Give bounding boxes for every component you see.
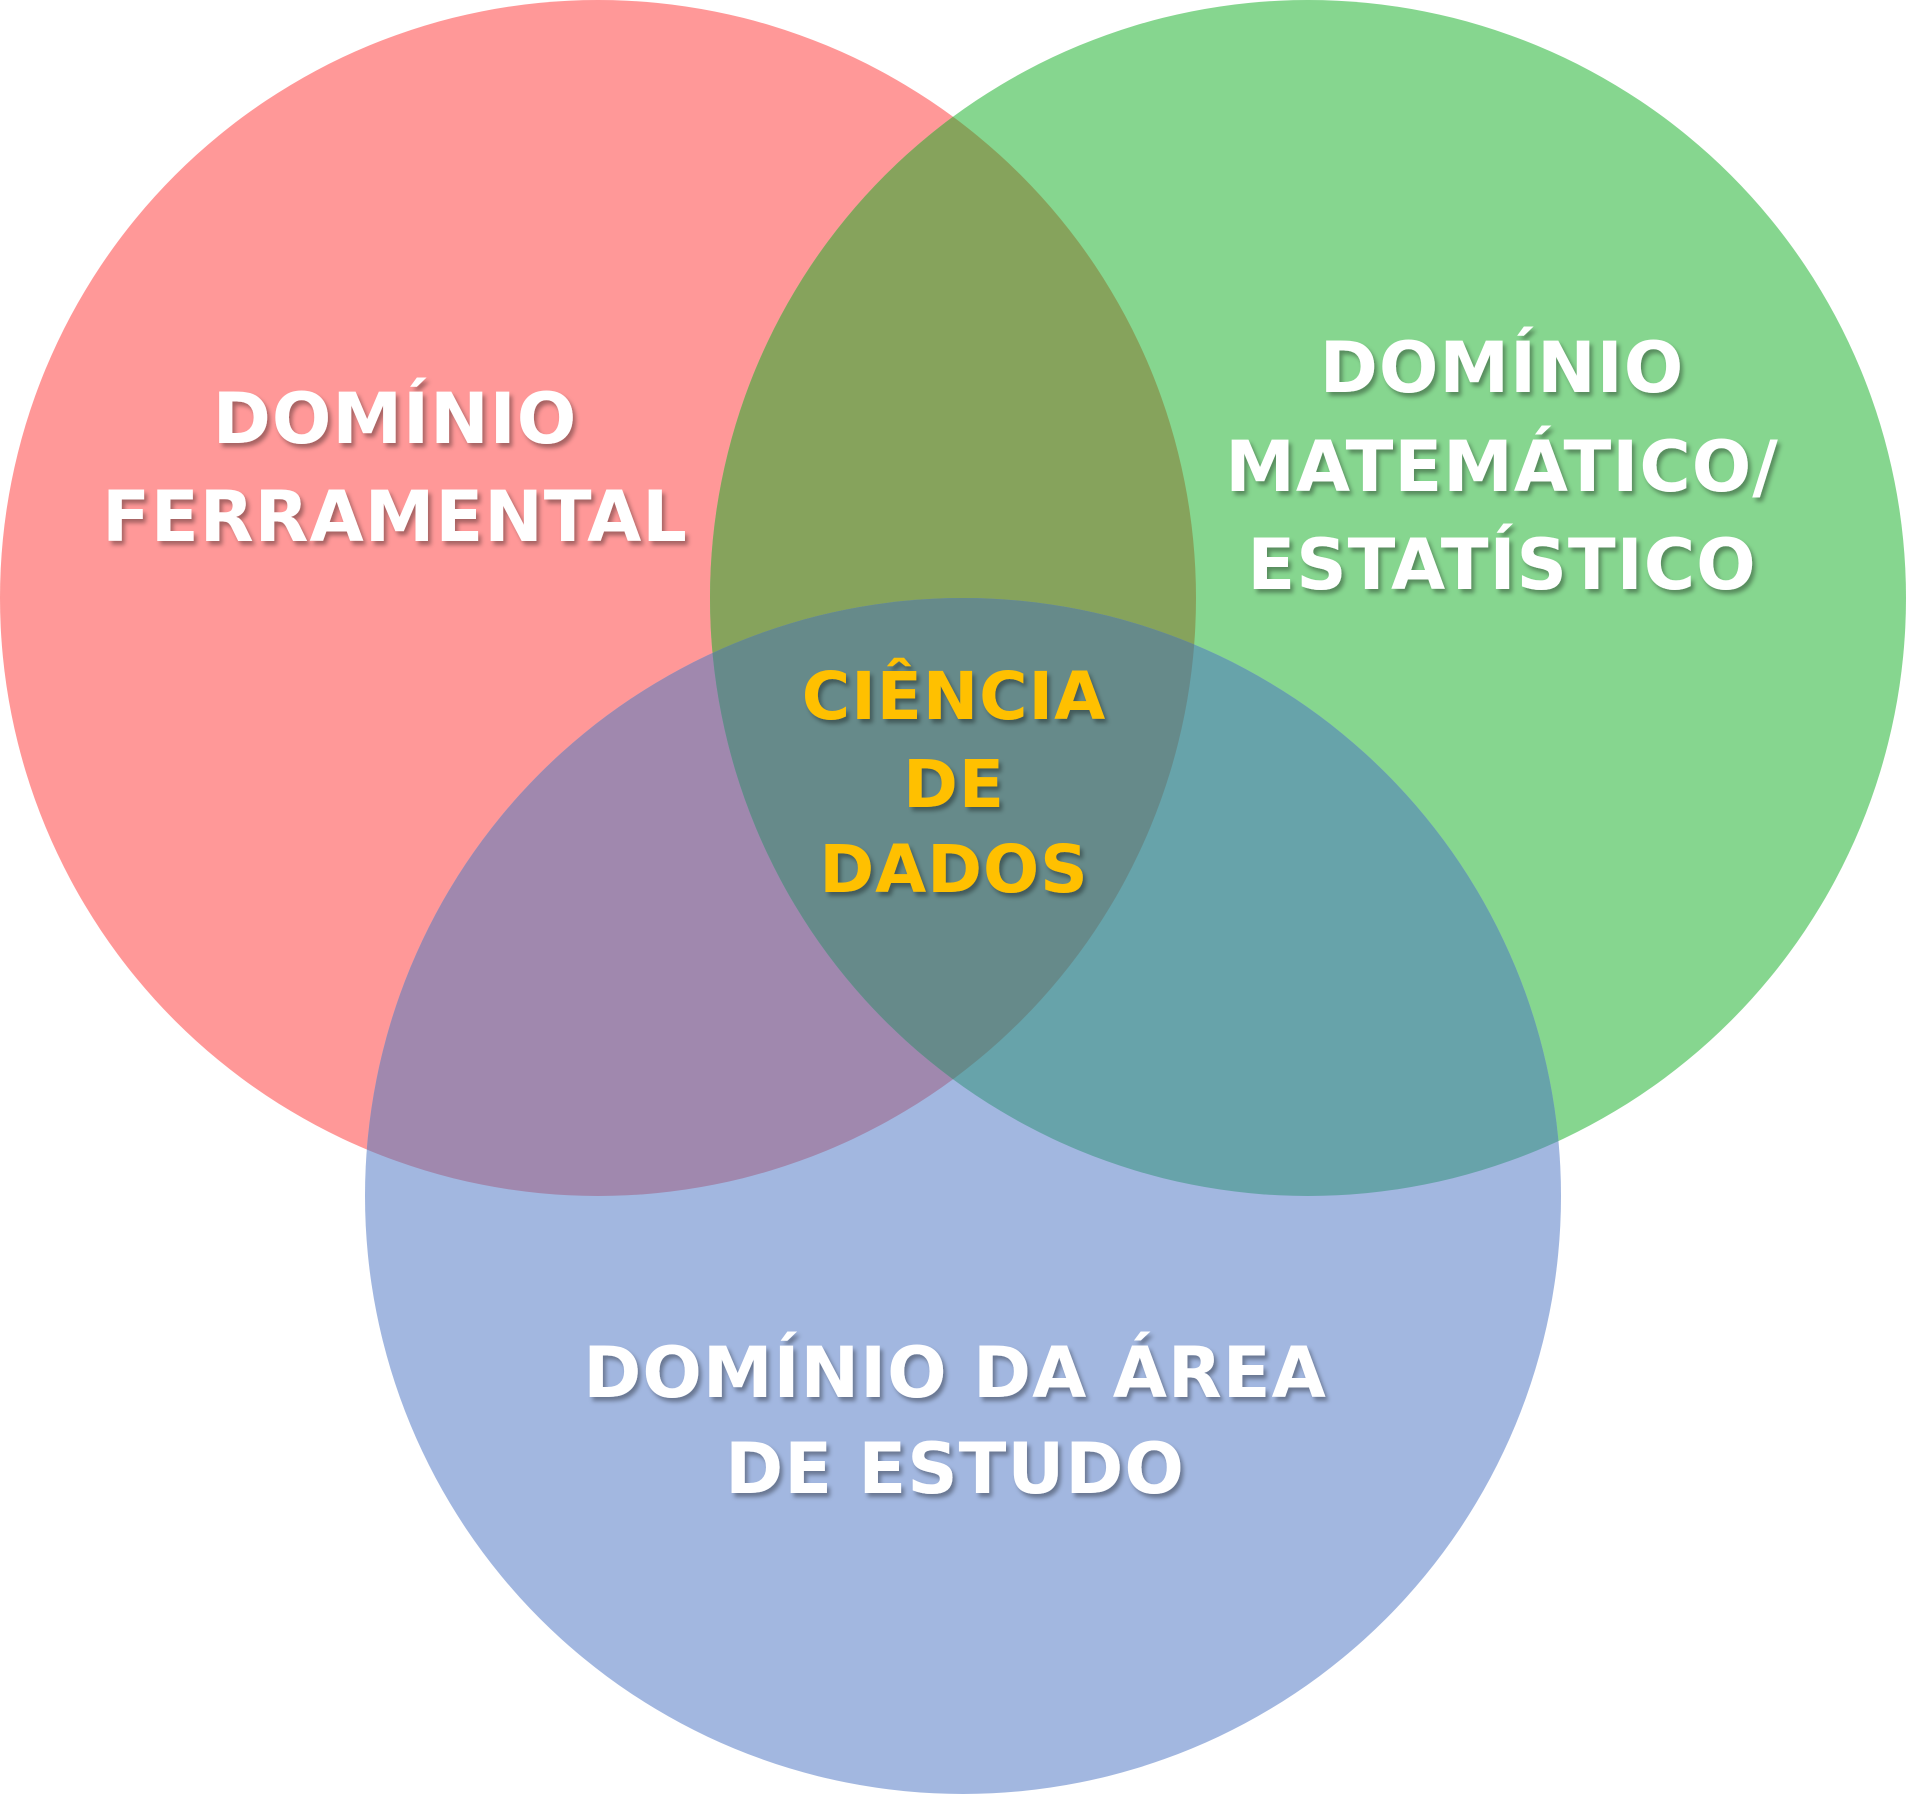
label-ciencia-line2: DE: [903, 746, 1005, 823]
label-area-line2: DE ESTUDO: [725, 1428, 1185, 1510]
label-area-line1: DOMÍNIO DA ÁREA: [583, 1332, 1327, 1414]
label-matematico-line2: MATEMÁTICO/: [1225, 426, 1779, 508]
label-ferramental-line1: DOMÍNIO: [213, 378, 577, 460]
label-ciencia-line3: DADOS: [819, 831, 1088, 908]
label-matematico-line1: DOMÍNIO: [1320, 327, 1684, 409]
overlap-matematico-area: [710, 598, 1561, 1196]
label-ferramental-line2: FERRAMENTAL: [102, 476, 688, 558]
label-ciencia-line1: CIÊNCIA: [802, 657, 1106, 735]
label-matematico-line3: ESTATÍSTICO: [1247, 524, 1756, 606]
overlap-ferramental-area: [365, 598, 1196, 1196]
